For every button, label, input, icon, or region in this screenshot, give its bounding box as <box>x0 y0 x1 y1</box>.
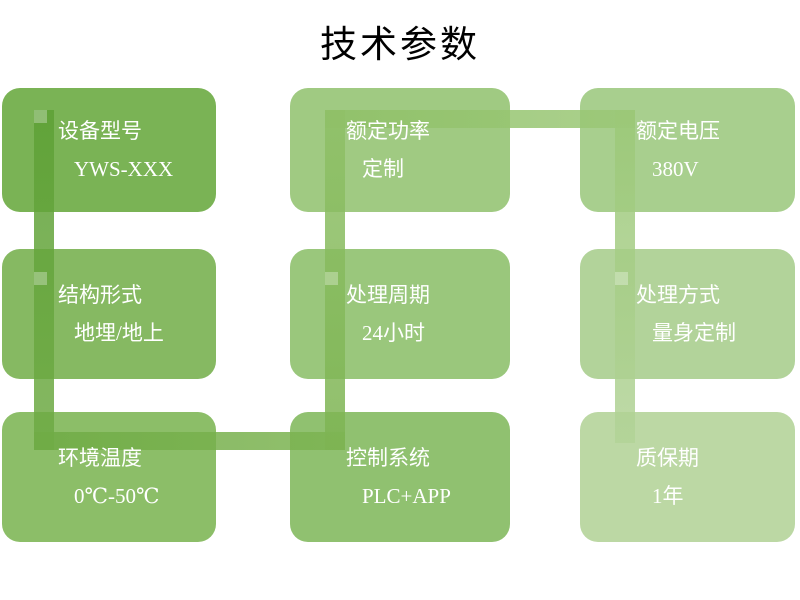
card-warranty-period: 质保期 1年 <box>580 412 795 542</box>
card-label: 质保期 <box>636 446 699 471</box>
card-value: 1年 <box>652 483 684 508</box>
card-value: YWS-XXX <box>74 156 174 181</box>
card-label: 设备型号 <box>58 119 142 144</box>
card-label: 环境温度 <box>58 446 142 471</box>
card-label: 控制系统 <box>346 446 430 471</box>
card-treatment-cycle: 处理周期 24小时 <box>290 249 510 379</box>
card-value: 量身定制 <box>652 320 736 345</box>
connector-segment-bottom-horizontal <box>34 432 345 450</box>
card-rated-voltage: 额定电压 380V <box>580 88 795 212</box>
connector-segment-col1-vertical <box>34 110 54 450</box>
connector-cap <box>615 272 628 285</box>
card-value: 地埋/地上 <box>74 320 164 345</box>
card-label: 额定功率 <box>346 119 430 144</box>
connector-cap <box>34 272 47 285</box>
card-label: 处理方式 <box>636 283 720 308</box>
connector-segment-col3-vertical <box>615 110 635 443</box>
page-title: 技术参数 <box>320 24 480 65</box>
card-rated-power: 额定功率 定制 <box>290 88 510 212</box>
connector-cap <box>34 110 47 123</box>
connector-segment-col2-vertical <box>325 110 345 450</box>
connector-segment-top-horizontal <box>325 110 635 128</box>
card-label: 额定电压 <box>636 119 720 144</box>
card-value: 定制 <box>362 156 404 181</box>
card-value: PLC+APP <box>362 483 451 508</box>
card-value: 24小时 <box>362 320 425 345</box>
card-treatment-method: 处理方式 量身定制 <box>580 249 795 379</box>
card-value: 380V <box>652 156 699 181</box>
card-label: 处理周期 <box>346 283 430 308</box>
card-label: 结构形式 <box>58 283 142 308</box>
connector-cap <box>325 272 338 285</box>
card-value: 0℃-50℃ <box>74 483 160 508</box>
